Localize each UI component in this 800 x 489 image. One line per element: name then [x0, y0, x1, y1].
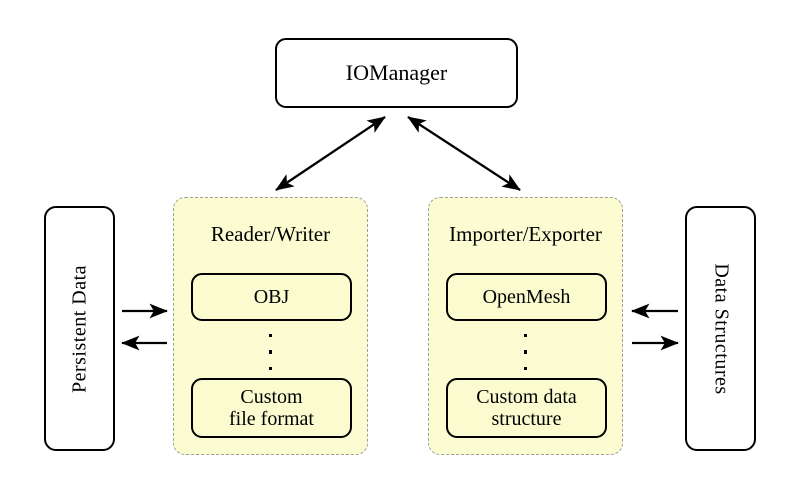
iomanager-box: IOManager [275, 38, 518, 108]
persistent-data-label: Persistent Data [68, 264, 90, 393]
iomanager-label: IOManager [345, 60, 448, 85]
module-custom-data-structure-line1: Custom data [476, 385, 577, 408]
module-custom-data-structure-line2: structure [491, 408, 562, 430]
panel-importer-exporter-title: Importer/Exporter [449, 222, 602, 246]
reader-writer-ellipsis-icon [174, 331, 367, 373]
module-custom-file-format-label: Custom file format [229, 386, 314, 431]
arrow-iomanager-reader-writer [275, 116, 386, 191]
module-obj: OBJ [191, 273, 352, 321]
data-structures-label: Data Structures [710, 262, 732, 395]
importer-exporter-ellipsis-icon [429, 331, 622, 373]
arrow-iomanager-importer-exporter [407, 116, 521, 191]
panel-importer-exporter: Importer/Exporter OpenMesh Custom data s… [428, 197, 623, 455]
module-custom-file-format-line2: file format [229, 408, 314, 430]
data-structures-box: Data Structures [685, 206, 756, 451]
module-custom-data-structure-label: Custom data structure [476, 386, 577, 431]
module-openmesh-label: OpenMesh [482, 285, 571, 308]
module-custom-data-structure: Custom data structure [446, 378, 607, 438]
module-custom-file-format-line1: Custom [240, 385, 303, 408]
persistent-data-box: Persistent Data [44, 206, 115, 451]
module-openmesh: OpenMesh [446, 273, 607, 321]
module-obj-label: OBJ [253, 285, 290, 308]
panel-reader-writer-title: Reader/Writer [210, 222, 331, 246]
module-custom-file-format: Custom file format [191, 378, 352, 438]
panel-reader-writer: Reader/Writer OBJ Custom file format [173, 197, 368, 455]
